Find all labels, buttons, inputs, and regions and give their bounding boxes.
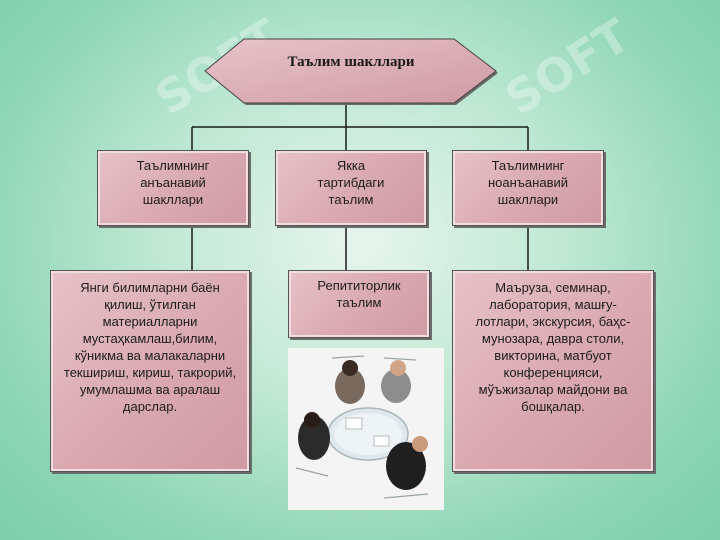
node-traditional-forms: Таълимнинг анъанавий шакллари xyxy=(97,150,249,226)
node-label: Таълимнинг ноанъанавий шакллари xyxy=(487,158,568,207)
node-label: Таълимнинг анъанавий шакллари xyxy=(136,158,210,207)
node-traditional-details: Янги билимларни баён қилиш, ўтилган мате… xyxy=(50,270,250,472)
node-label: Маъруза, семинар, лаборатория, машғу- ло… xyxy=(475,280,631,414)
node-tutoring: Репититорлик таълим xyxy=(288,270,430,338)
node-nontraditional-forms: Таълимнинг ноанъанавий шакллари xyxy=(452,150,604,226)
node-label: Якка тартибдаги таълим xyxy=(317,158,385,207)
meeting-illustration xyxy=(295,355,429,499)
node-individual-learning: Якка тартибдаги таълим xyxy=(275,150,427,226)
title-shape xyxy=(204,38,498,105)
meeting-photo xyxy=(288,348,444,510)
node-label: Янги билимларни баён қилиш, ўтилган мате… xyxy=(63,280,237,414)
diagram-title: Таълим шакллари xyxy=(287,54,415,70)
node-nontraditional-details: Маъруза, семинар, лаборатория, машғу- ло… xyxy=(452,270,654,472)
node-label: Репититорлик таълим xyxy=(317,278,401,310)
